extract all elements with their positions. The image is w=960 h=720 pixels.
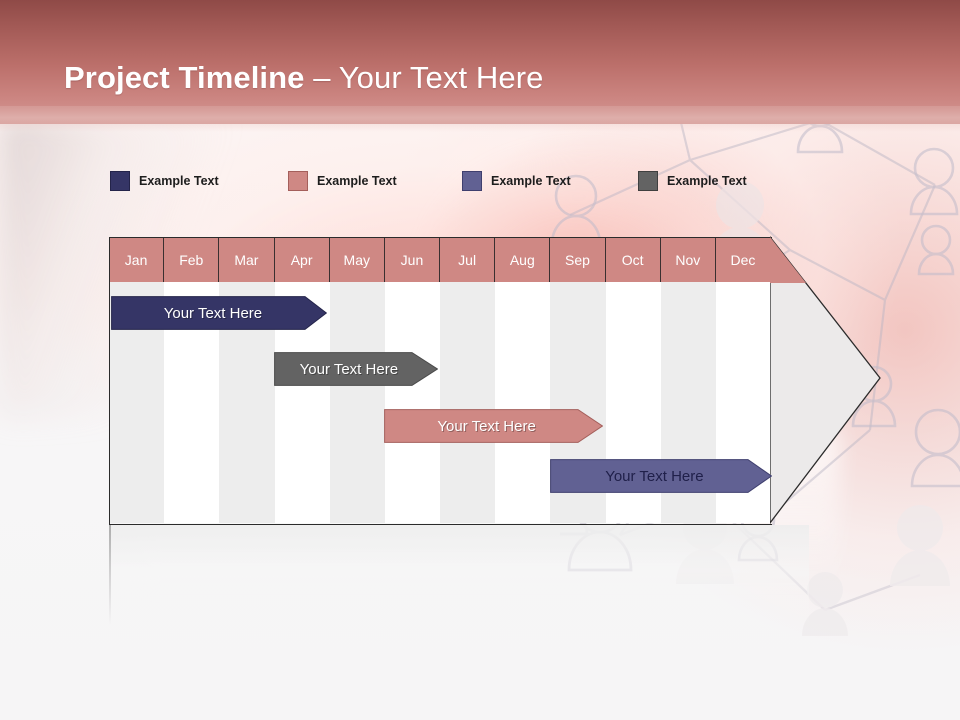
legend-label: Example Text xyxy=(667,174,747,188)
month-header-mar[interactable]: Mar xyxy=(219,237,275,282)
legend-item-4: Example Text xyxy=(638,171,747,191)
month-header-sep[interactable]: Sep xyxy=(550,237,606,282)
month-header-dec[interactable]: Dec xyxy=(715,237,772,282)
page-title-bold: Project Timeline xyxy=(64,60,305,95)
month-header-aug[interactable]: Aug xyxy=(495,237,551,282)
table-reflection xyxy=(109,525,809,625)
month-header-jan[interactable]: Jan xyxy=(109,237,165,282)
timeline-bar-1[interactable]: Your Text Here xyxy=(111,296,327,330)
bar-arrow-shape xyxy=(274,352,438,386)
month-column-may xyxy=(329,282,385,523)
month-header-jun[interactable]: Jun xyxy=(384,237,441,282)
month-header-may[interactable]: May xyxy=(329,237,385,282)
timeline-bar-2[interactable]: Your Text Here xyxy=(274,352,438,386)
table-reflection-edge xyxy=(109,525,111,625)
month-column-jun xyxy=(385,282,440,523)
legend-label: Example Text xyxy=(491,174,571,188)
month-header-apr[interactable]: Apr xyxy=(274,237,330,282)
bar-arrow-shape xyxy=(384,409,603,443)
legend-label: Example Text xyxy=(139,174,219,188)
timeline-bar-3[interactable]: Your Text Here xyxy=(384,409,603,443)
title-band-fade xyxy=(0,106,960,132)
legend-item-1: Example Text xyxy=(110,171,219,191)
legend-swatch-icon xyxy=(638,171,658,191)
bar-arrow-shape xyxy=(111,296,327,330)
legend: Example Text Example Text Example Text Exam… xyxy=(110,171,830,193)
legend-item-3: Example Text xyxy=(462,171,571,191)
page-title: Project Timeline – Your Text Here xyxy=(64,60,543,96)
month-header-oct[interactable]: Oct xyxy=(605,237,661,282)
month-column-jul xyxy=(440,282,496,523)
legend-item-2: Example Text xyxy=(288,171,397,191)
timeline-bar-4[interactable]: Your Text Here xyxy=(550,459,772,493)
legend-label: Example Text xyxy=(317,174,397,188)
month-column-aug xyxy=(495,282,550,523)
legend-swatch-icon xyxy=(110,171,130,191)
month-header-nov[interactable]: Nov xyxy=(660,237,716,282)
month-header-jul[interactable]: Jul xyxy=(440,237,496,282)
bar-arrow-shape xyxy=(550,459,772,493)
legend-swatch-icon xyxy=(288,171,308,191)
page-title-rest: – Your Text Here xyxy=(304,60,544,95)
timeline-arrow-head-icon xyxy=(770,236,881,524)
legend-swatch-icon xyxy=(462,171,482,191)
month-header-feb[interactable]: Feb xyxy=(164,237,220,282)
title-band xyxy=(0,0,960,124)
